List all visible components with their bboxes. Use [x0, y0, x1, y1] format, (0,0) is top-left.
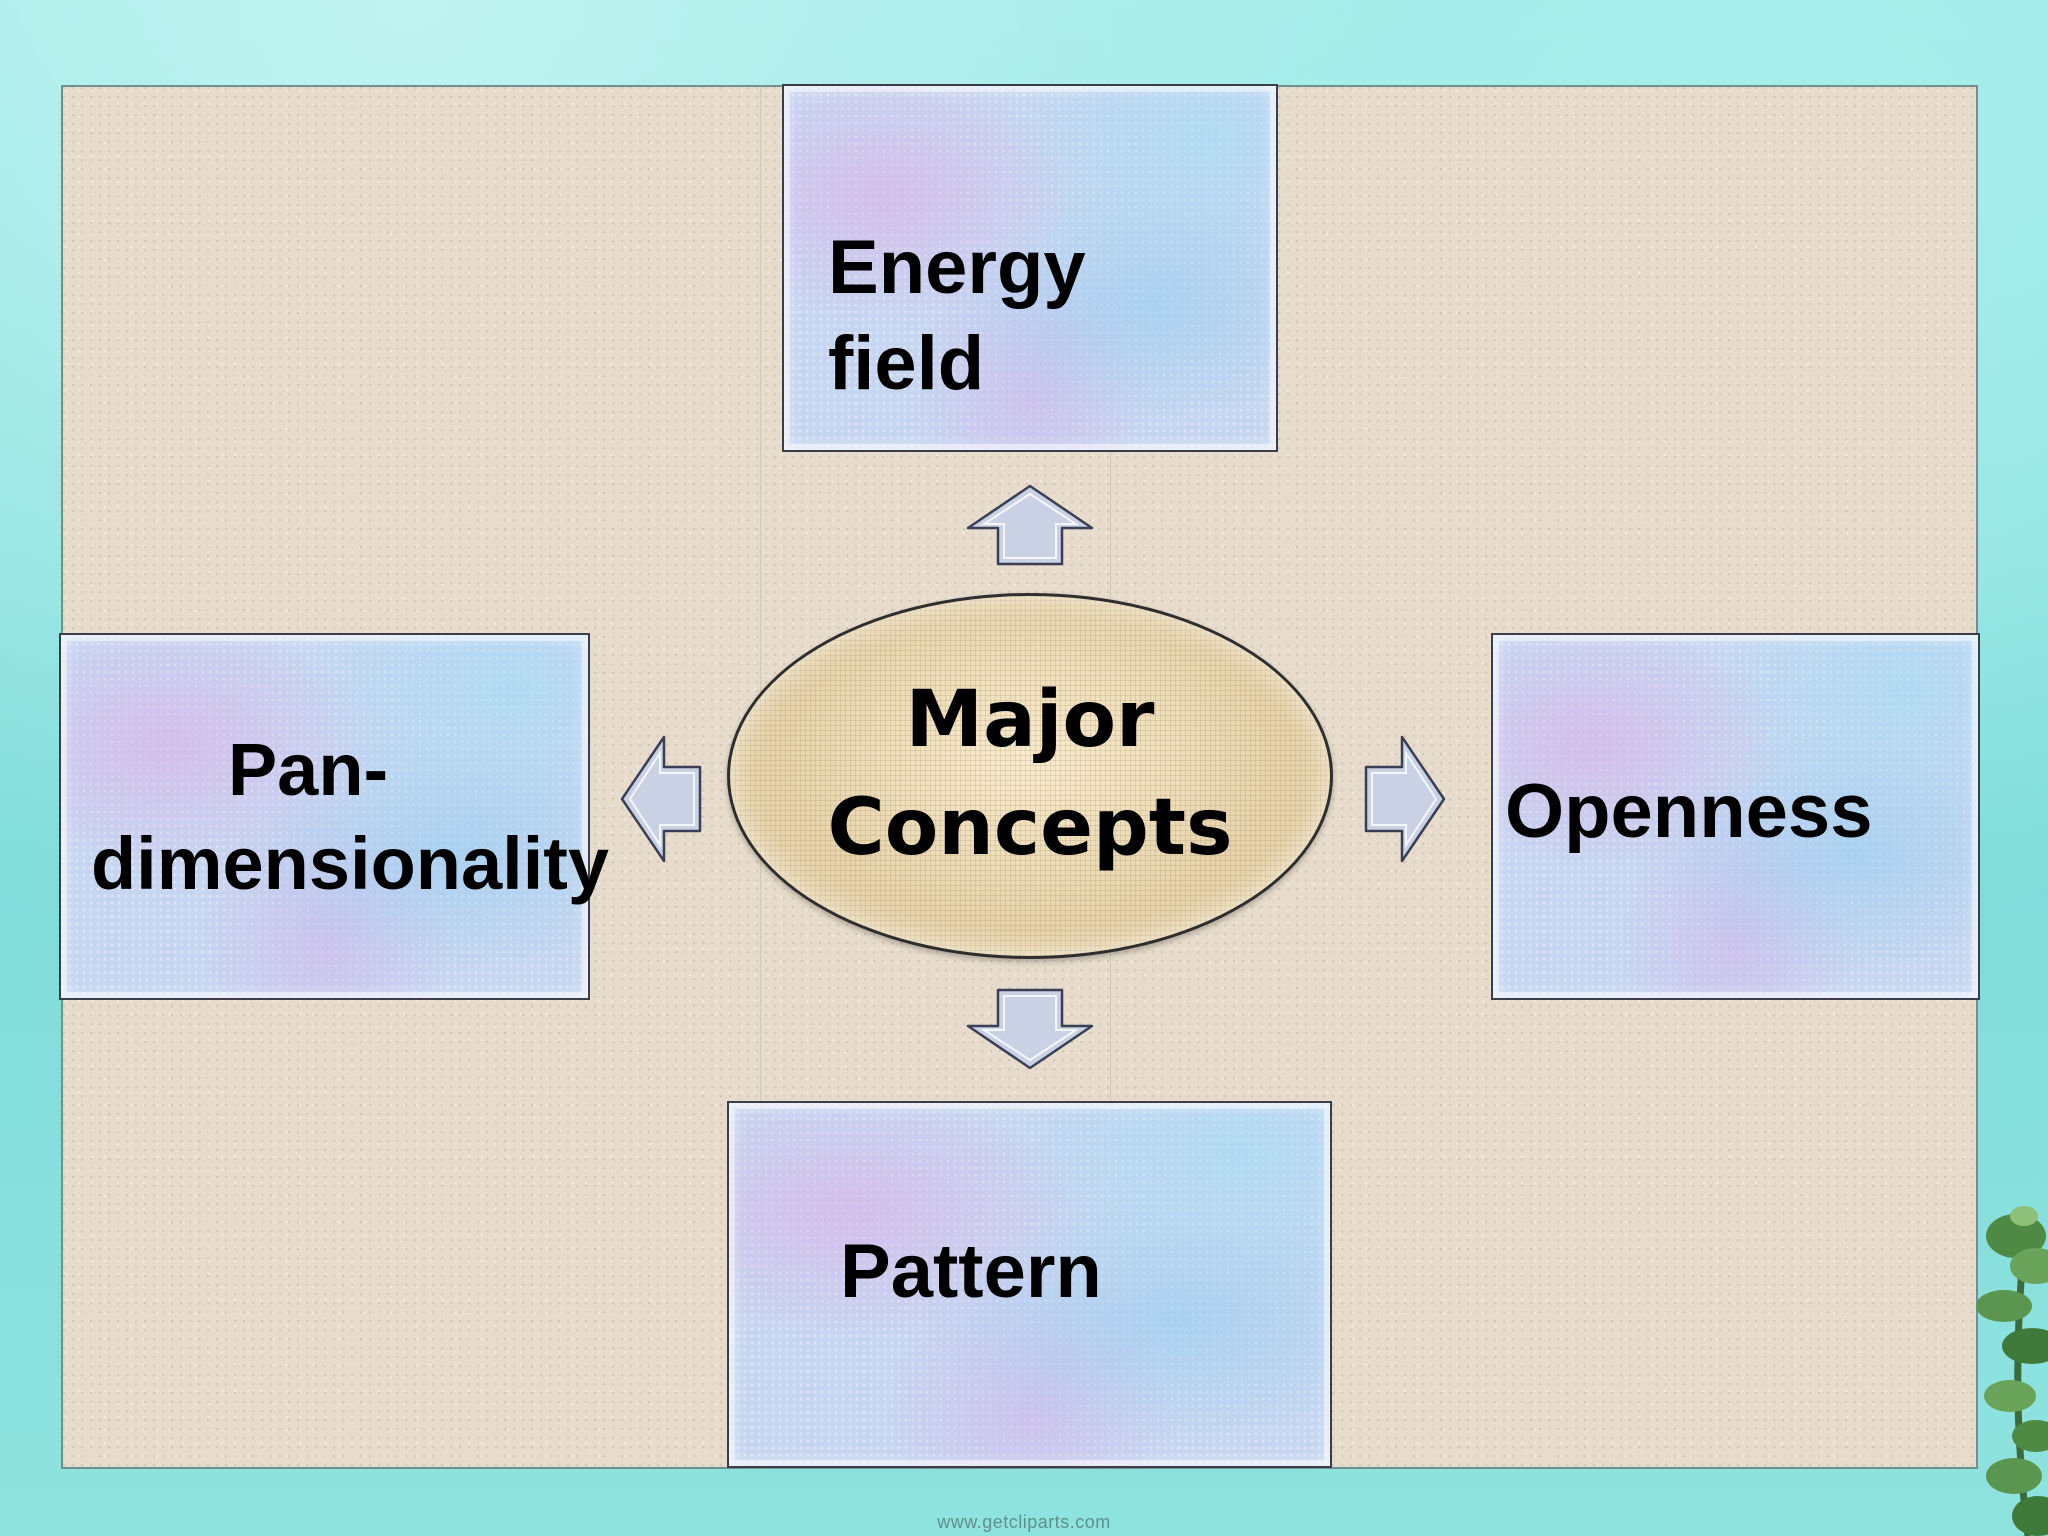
pan-label-line1: Pan-	[227, 728, 389, 811]
arrow-up-icon	[966, 484, 1094, 566]
pan-label-line2: dimensionality	[90, 822, 610, 905]
energy-label-line1: Energy	[828, 225, 1086, 310]
energy-label-line2: field	[828, 321, 985, 406]
concept-label-energy-field: Energy field	[828, 220, 1086, 412]
arrow-right-icon	[1364, 735, 1446, 863]
concept-box-pattern[interactable]: Pattern	[727, 1101, 1332, 1468]
concept-box-energy-field[interactable]: Energy field	[782, 84, 1278, 452]
concept-label-openness: Openness	[1505, 769, 1873, 854]
plant-decoration-icon	[1976, 1206, 2048, 1536]
concept-label-pan-dimensionality: Pan- dimensionality	[70, 723, 630, 911]
center-concept-label: Major Concepts	[730, 666, 1330, 882]
arrow-left-icon	[620, 735, 702, 863]
center-concept-ellipse[interactable]: Major Concepts	[727, 593, 1333, 959]
concept-label-pattern: Pattern	[840, 1229, 1102, 1314]
center-label-line1: Major	[905, 675, 1155, 765]
center-label-line2: Concepts	[827, 783, 1233, 873]
concept-box-openness[interactable]: Openness	[1491, 633, 1980, 1000]
arrow-down-icon	[966, 988, 1094, 1070]
concept-box-pan-dimensionality[interactable]	[59, 633, 590, 1000]
watermark-text: www.getcliparts.com	[937, 1512, 1111, 1532]
